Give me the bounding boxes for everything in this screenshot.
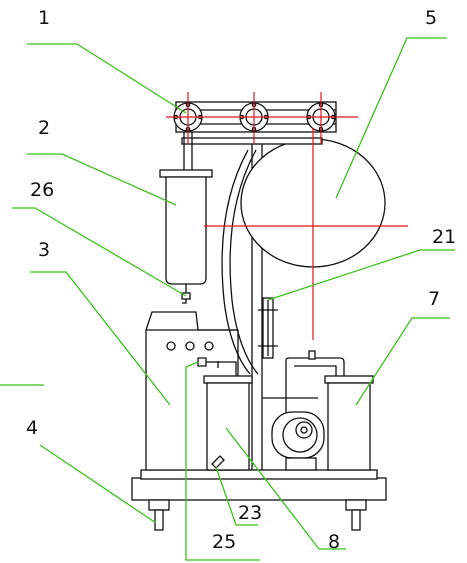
- label-8: 8: [328, 531, 340, 553]
- pre-filter: [159, 169, 213, 293]
- label-21: 21: [432, 226, 456, 248]
- label-3: 3: [38, 239, 50, 261]
- leader-7: [355, 317, 450, 406]
- label-2: 2: [38, 117, 50, 139]
- center-lines: [166, 92, 408, 340]
- flexible-hose: [221, 149, 259, 375]
- leader-21: [267, 249, 455, 301]
- label-1: 1: [38, 7, 50, 29]
- level-gauge: [258, 297, 278, 359]
- base-frame: [131, 469, 387, 501]
- label-5: 5: [425, 7, 437, 29]
- indicator-lamp-1: [166, 341, 176, 351]
- leader-1: [27, 43, 187, 114]
- leg-left: [148, 499, 170, 531]
- leader-5: [335, 37, 447, 199]
- leader-23: [215, 466, 258, 526]
- filter-8: [203, 375, 253, 471]
- drain-valve-23: [211, 455, 225, 469]
- leader-lines: [0, 37, 455, 561]
- part-labels: 1 2 26 3 4 5 21 7 23 25 8: [26, 7, 456, 553]
- valve-25: [197, 357, 220, 367]
- leader-8: [225, 427, 346, 550]
- leg-right: [345, 499, 367, 531]
- leader-2: [27, 153, 177, 206]
- indicator-lamp-3: [204, 341, 214, 351]
- leader-26: [12, 207, 187, 297]
- leader-4: [39, 444, 157, 524]
- label-7: 7: [428, 288, 440, 310]
- label-26: 26: [30, 179, 54, 201]
- label-25: 25: [212, 531, 236, 553]
- label-23: 23: [238, 502, 262, 524]
- leader-25: [185, 361, 260, 561]
- pump-motor: [271, 411, 325, 471]
- indicator-lamp-2: [185, 341, 195, 351]
- leader-3: [30, 271, 171, 406]
- label-4: 4: [26, 417, 38, 439]
